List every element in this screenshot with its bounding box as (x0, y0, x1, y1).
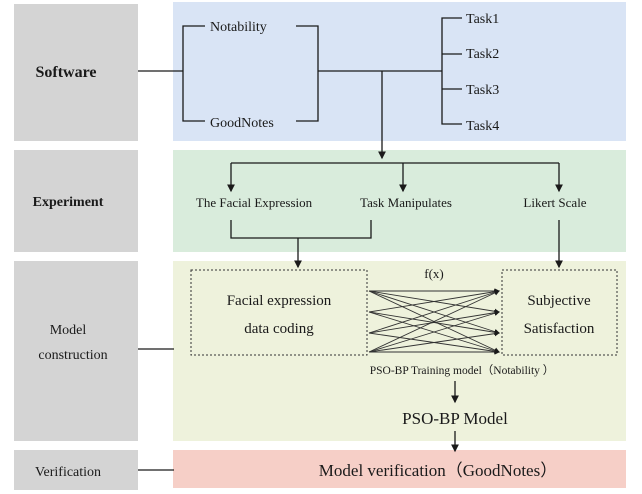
task-2: Task2 (466, 47, 499, 62)
output-node-line1: Subjective (527, 293, 591, 309)
experiment-label-panel (14, 150, 138, 252)
input-node-box (190, 269, 368, 356)
app-goodnotes: GoodNotes (210, 116, 274, 131)
experiment-likert-scale: Likert Scale (523, 195, 586, 210)
training-model-label: PSO-BP Training model（Notability ） (370, 364, 555, 377)
task-1: Task1 (466, 12, 499, 27)
experiment-row-label: Experiment (33, 195, 104, 210)
verification-panel (173, 450, 626, 488)
function-label: f(x) (424, 266, 444, 281)
model-panel (173, 261, 626, 441)
model-label-panel (14, 261, 138, 441)
software-label-panel (14, 4, 138, 141)
tasks-bracket (441, 17, 462, 125)
experiment-task-manipulates: Task Manipulates (360, 195, 452, 210)
input-node-line2: data coding (244, 321, 314, 337)
model-row-label-line2: construction (38, 348, 107, 363)
model-row-label-line1: Model (50, 323, 87, 338)
experiment-panel (173, 150, 626, 252)
network-connections (368, 288, 500, 355)
pso-bp-model-label: PSO-BP Model (402, 409, 508, 428)
task-3: Task3 (466, 83, 499, 98)
output-node-box (501, 269, 618, 356)
verification-text: Model verification（GoodNotes） (319, 461, 557, 480)
software-row-label: Software (35, 64, 96, 81)
verification-label-panel (14, 450, 138, 490)
experiment-facial-expression: The Facial Expression (196, 195, 313, 210)
verification-row-label: Verification (35, 465, 101, 480)
input-node-line1: Facial expression (227, 293, 332, 309)
task-4: Task4 (466, 119, 499, 134)
facial-task-merge (230, 220, 372, 239)
apps-left-bracket (182, 25, 205, 122)
app-notability: Notability (210, 20, 267, 35)
apps-right-bracket (296, 25, 319, 122)
output-node-line2: Satisfaction (524, 321, 595, 337)
